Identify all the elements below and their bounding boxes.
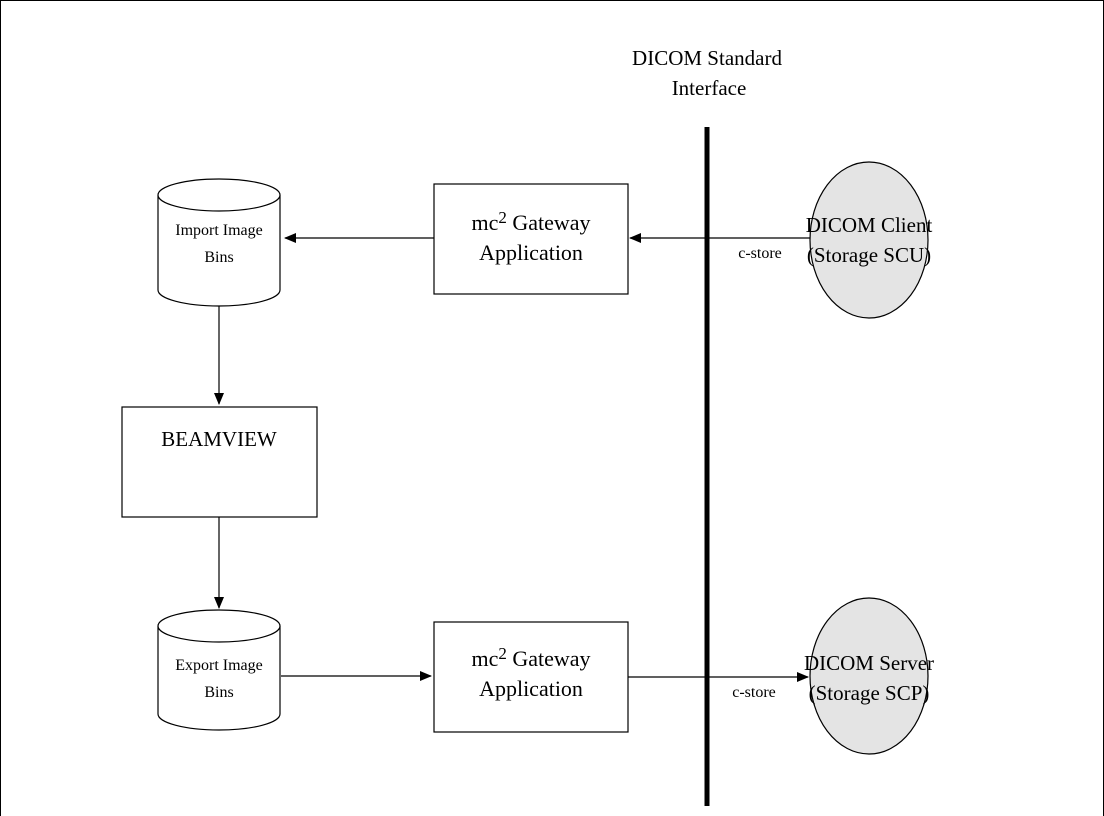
export-bins-label-line2: Bins xyxy=(204,684,233,701)
server-label-line1: DICOM Server xyxy=(804,651,934,675)
gateway-bottom-line1: mc2 Gateway xyxy=(471,644,590,671)
import-bins-label-line1: Import Image xyxy=(175,222,263,239)
import-bins-cylinder: Import Image Bins xyxy=(157,178,281,307)
dicom-server-node: DICOM Server (Storage SCP) xyxy=(804,597,934,755)
beamview-label: BEAMVIEW xyxy=(161,427,277,451)
client-label-line2: (Storage SCU) xyxy=(807,243,931,267)
interface-title-line2: Interface xyxy=(672,76,747,100)
gateway-top-line2: Application xyxy=(479,240,583,265)
gateway-bottom-line2: Application xyxy=(479,676,583,701)
dicom-client-node: DICOM Client (Storage SCU) xyxy=(806,161,933,319)
export-bins-cylinder: Export Image Bins xyxy=(157,609,281,731)
gateway-top-box: mc2 Gateway Application xyxy=(433,183,629,295)
export-bins-label-line1: Export Image xyxy=(175,657,263,674)
gateway-top-line1: mc2 Gateway xyxy=(471,208,590,235)
client-label-line1: DICOM Client xyxy=(806,213,933,237)
top-cstore-label: c-store xyxy=(738,245,782,262)
import-bins-label-line2: Bins xyxy=(204,249,233,266)
beamview-box: BEAMVIEW xyxy=(121,406,318,518)
gateway-bottom-box: mc2 Gateway Application xyxy=(433,621,629,733)
bottom-cstore-label: c-store xyxy=(732,684,776,701)
server-label-line2: (Storage SCP) xyxy=(809,681,930,705)
interface-title-line1: DICOM Standard xyxy=(632,46,782,70)
